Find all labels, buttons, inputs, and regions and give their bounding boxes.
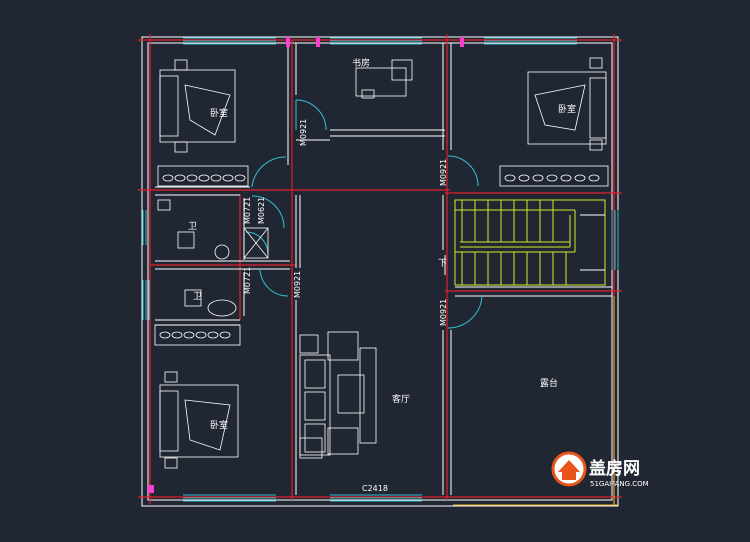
label-bathroom-1: 卫 — [188, 222, 197, 232]
door-code-study: M0921 — [299, 119, 308, 146]
watermark-logo: 盖房网 51GAIFANG.COM — [551, 451, 649, 488]
label-terrace: 露台 — [540, 377, 558, 389]
door-code-bath1-b: M0621 — [257, 197, 266, 224]
label-bathroom-2: 卫 — [193, 292, 202, 302]
column-markers — [148, 37, 464, 493]
label-bedroom-sw: 卧室 — [210, 419, 228, 431]
label-bedroom-ne: 卧室 — [558, 103, 576, 115]
door-code-bedroom-sw: M0921 — [293, 271, 302, 298]
staircase — [454, 199, 606, 286]
windows — [142, 37, 619, 502]
door-swings — [245, 99, 483, 329]
label-window-code: C2418 — [362, 484, 388, 493]
door-code-bath1-a: M0721 — [243, 197, 252, 224]
furniture — [154, 57, 609, 469]
watermark-brand-cn: 盖房网 — [589, 458, 640, 479]
watermark-brand-en: 51GAIFANG.COM — [590, 480, 649, 488]
door-code-bedroom-ne: M0921 — [439, 159, 448, 186]
door-code-terrace: M0921 — [439, 299, 448, 326]
label-stair-down: 下 — [438, 259, 447, 269]
terrace-outline — [453, 296, 618, 506]
label-bedroom-nw: 卧室 — [210, 107, 228, 119]
exterior-walls — [141, 36, 619, 507]
label-study: 书房 — [352, 57, 370, 69]
door-code-bath2: M0721 — [243, 267, 252, 294]
label-living: 客厅 — [392, 393, 410, 405]
